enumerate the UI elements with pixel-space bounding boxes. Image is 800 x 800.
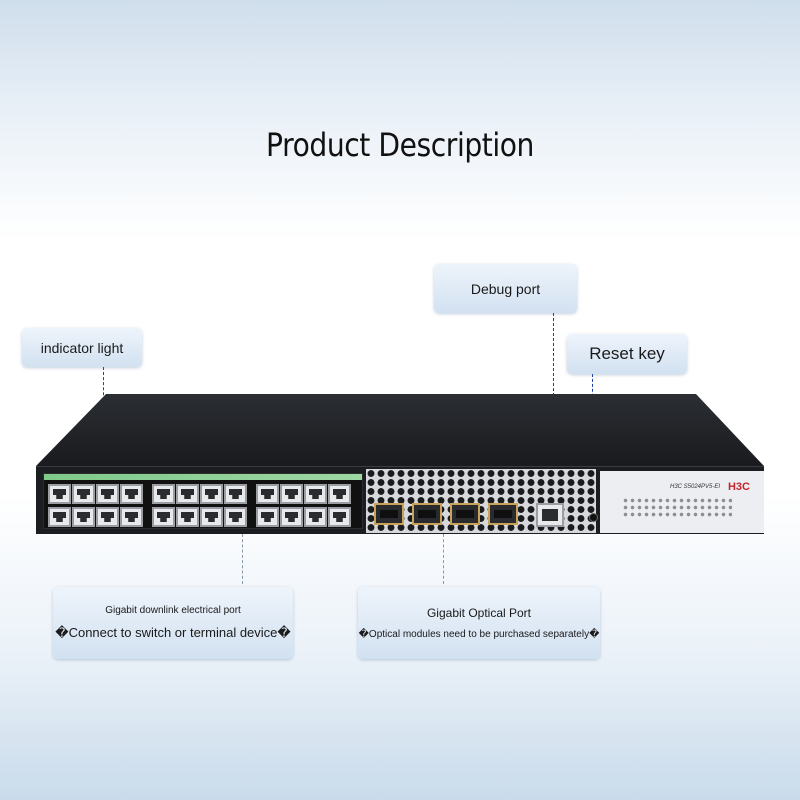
sfp-port — [374, 503, 404, 525]
rj45-port — [256, 484, 279, 504]
reset-button-hole — [589, 513, 598, 522]
downlink-leader-line — [242, 534, 243, 584]
callout-optical-port: Gigabit Optical Port �Optical modules ne… — [358, 587, 600, 659]
rj45-port — [48, 507, 71, 527]
rj45-port — [48, 484, 71, 504]
brand-logo: H3C — [727, 481, 750, 493]
callout-reset-key: Reset key — [567, 334, 687, 374]
callout-indicator-label: indicator light — [40, 339, 124, 356]
ethernet-port-row-bottom — [48, 507, 351, 527]
rj45-port — [96, 484, 119, 504]
callout-downlink-note: �Connect to switch or terminal device� — [55, 625, 291, 640]
rj45-port — [304, 484, 327, 504]
rj45-port — [200, 507, 223, 527]
rj45-port — [152, 507, 175, 527]
optical-leader-line — [443, 534, 444, 584]
rj45-port — [152, 484, 175, 504]
rj45-port — [120, 484, 143, 504]
ethernet-port-panel — [43, 473, 363, 529]
rj45-port — [256, 507, 279, 527]
rj45-port — [200, 484, 223, 504]
rj45-port — [96, 507, 119, 527]
sfp-port-row — [374, 503, 518, 525]
indicator-light-strip — [44, 474, 362, 480]
status-led-grid — [622, 497, 732, 517]
switch-front-panel: H3C S5024PV5-EI H3C — [36, 466, 764, 534]
rj45-port — [328, 484, 351, 504]
rj45-port — [328, 507, 351, 527]
rj45-port — [120, 507, 143, 527]
sfp-port — [488, 503, 518, 525]
page-title: Product Description — [266, 126, 534, 164]
rj45-port — [280, 484, 303, 504]
callout-reset-label: Reset key — [589, 344, 665, 363]
rj45-port — [72, 484, 95, 504]
model-label: H3C S5024PV5-EI — [670, 484, 721, 490]
callout-debug-port: Debug port — [434, 264, 577, 313]
callout-optical-note: �Optical modules need to be purchased se… — [358, 629, 600, 640]
callout-indicator-light: indicator light — [22, 328, 142, 367]
rj45-port — [176, 507, 199, 527]
switch-top-face — [36, 394, 764, 466]
rj45-port — [280, 507, 303, 527]
rj45-port — [72, 507, 95, 527]
callout-debug-label: Debug port — [470, 280, 541, 297]
sfp-port — [412, 503, 442, 525]
rj45-port — [176, 484, 199, 504]
rj45-port — [224, 484, 247, 504]
callout-downlink-title: Gigabit downlink electrical port — [105, 605, 241, 616]
console-debug-port — [536, 503, 564, 527]
sfp-port — [450, 503, 480, 525]
rj45-port — [304, 507, 327, 527]
callout-downlink-port: Gigabit downlink electrical port �Connec… — [53, 587, 293, 659]
rj45-port — [224, 507, 247, 527]
device-label-panel: H3C S5024PV5-EI H3C — [600, 471, 764, 533]
ethernet-port-row-top — [48, 484, 351, 504]
callout-optical-title: Gigabit Optical Port — [426, 606, 532, 620]
ventilation-mesh — [366, 469, 596, 533]
